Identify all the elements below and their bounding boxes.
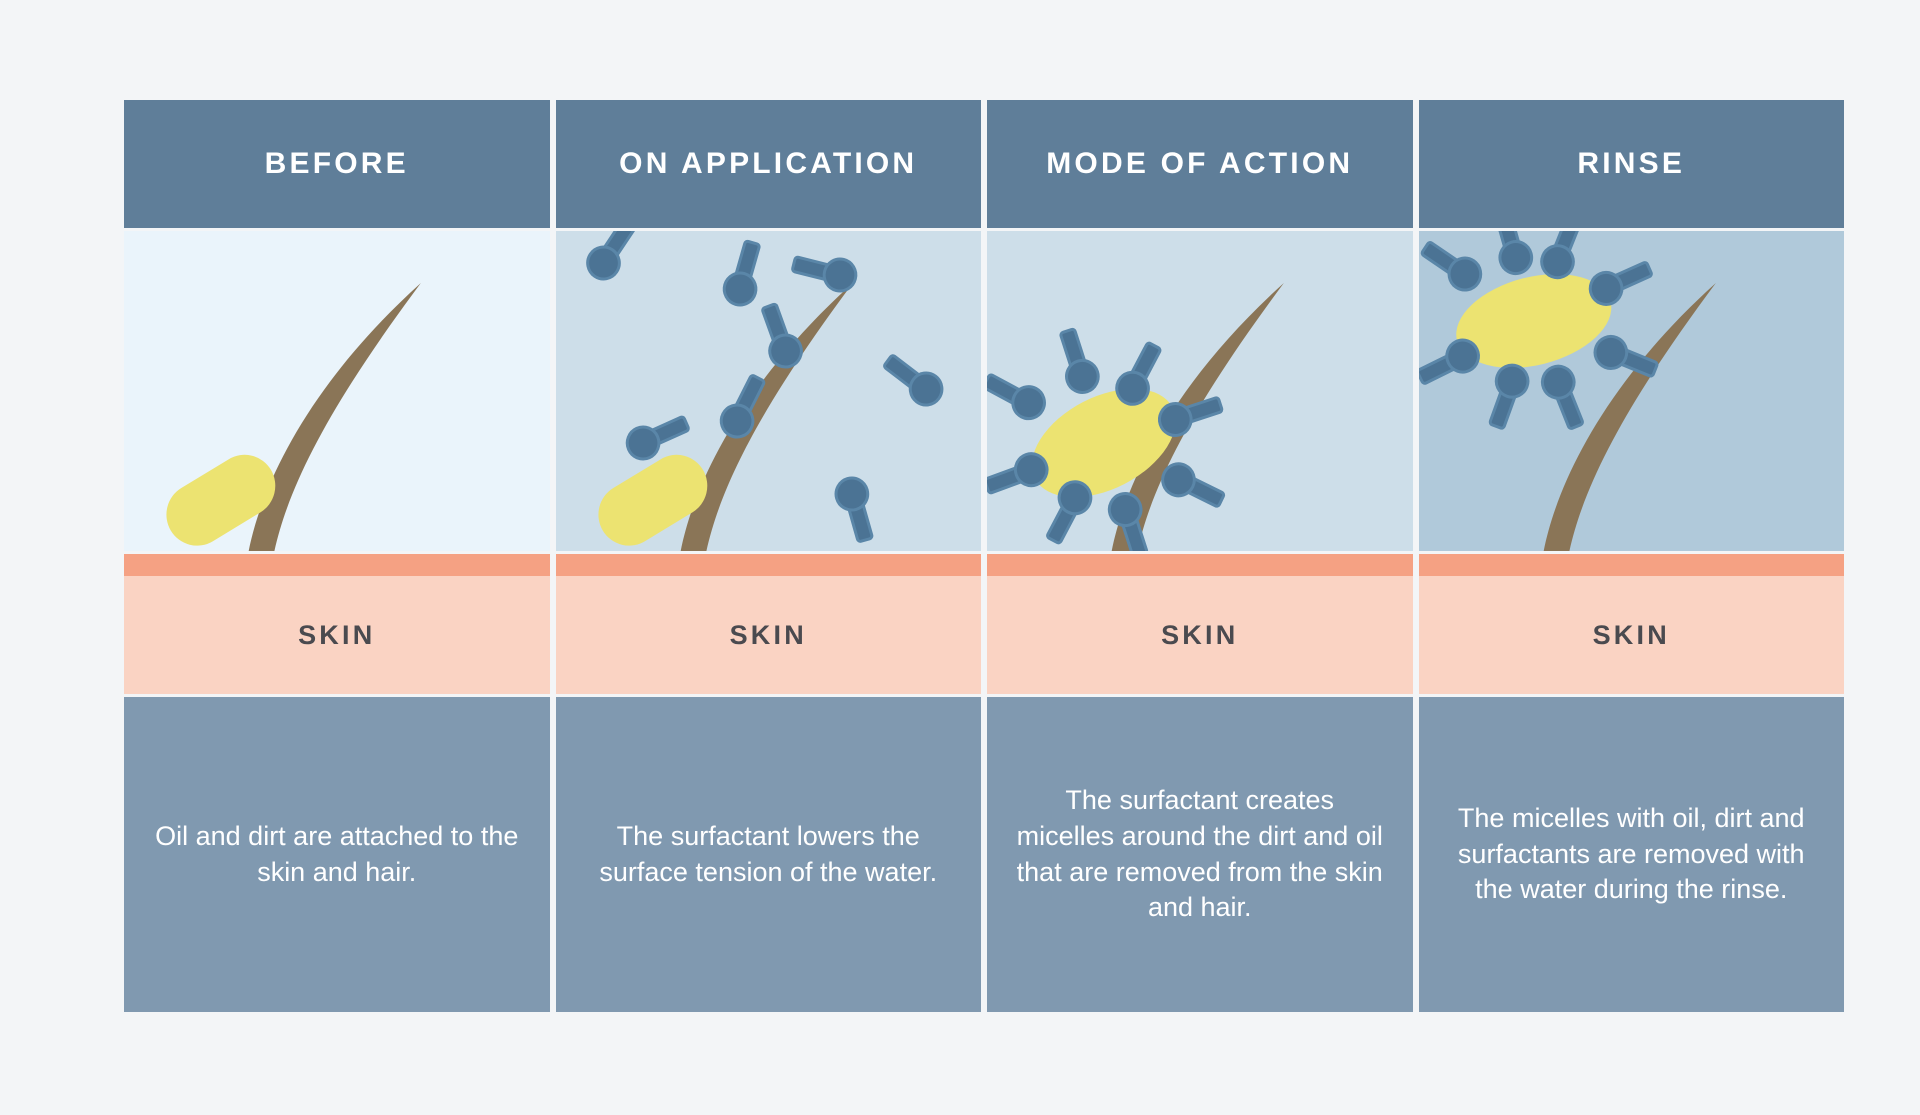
panel-rinse: RINSE [1418, 100, 1844, 1012]
surfactant-molecule [1418, 232, 1488, 298]
oil-blob [597, 454, 707, 546]
surfactant-molecule [987, 447, 1054, 503]
panel-on-application: ON APPLICATION [555, 100, 981, 1012]
caption-on-application: The surfactant lowers the surface tensio… [555, 697, 981, 1012]
surfactant-molecule [1418, 333, 1485, 393]
skin-label: SKIN [729, 619, 807, 650]
illustration-before [124, 231, 550, 551]
hair-strand [1111, 283, 1284, 551]
caption-rinse: The micelles with oil, dirt and surfacta… [1418, 697, 1844, 1012]
skin-layer-before: SKIN [124, 554, 550, 694]
skin-label: SKIN [1592, 619, 1670, 650]
hair-strand [1543, 283, 1716, 551]
panel-header-label: BEFORE [264, 147, 409, 180]
panel-header-on-application: ON APPLICATION [555, 100, 981, 228]
caption-text: The micelles with oil, dirt and surfacta… [1457, 803, 1805, 905]
surfactant-molecule [579, 231, 645, 287]
oil-blob [166, 454, 276, 546]
surfactant-molecule [788, 246, 861, 296]
infographic-container: BEFORE SKIN Oil and dirt are attached to… [124, 100, 1844, 1012]
illustration-rinse [1418, 231, 1844, 551]
caption-text: Oil and dirt are attached to the skin an… [155, 820, 519, 887]
panel-header-before: BEFORE [124, 100, 550, 228]
surfactant-molecule [1051, 324, 1104, 399]
surfactant-molecule [1155, 456, 1230, 517]
skin-layer-mode-of-action: SKIN [987, 554, 1413, 694]
panel-header-label: ON APPLICATION [619, 147, 918, 180]
hair-strand [248, 283, 421, 551]
surfactant-molecule [876, 345, 950, 413]
surfactant-molecule [987, 364, 1052, 426]
surfactant-molecule [1485, 231, 1537, 279]
micelle [987, 324, 1230, 551]
surfactant-molecule [1479, 359, 1534, 434]
panel-header-rinse: RINSE [1418, 100, 1844, 228]
surfactant-molecule [1583, 252, 1657, 312]
panel-header-label: MODE OF ACTION [1046, 147, 1354, 180]
panel-before: BEFORE SKIN Oil and dirt are attached to… [124, 100, 550, 1012]
surfactant-molecule [1535, 359, 1592, 435]
caption-mode-of-action: The surfactant creates micelles around t… [987, 697, 1413, 1012]
micelle [1418, 231, 1662, 435]
surfactant-molecule [718, 236, 770, 311]
skin-layer-rinse: SKIN [1418, 554, 1844, 694]
illustration-mode-of-action [987, 231, 1413, 551]
panel-mode-of-action: MODE OF ACTION [987, 100, 1413, 1012]
surfactant-molecule [830, 472, 882, 547]
caption-text: The surfactant lowers the surface tensio… [599, 820, 938, 887]
caption-before: Oil and dirt are attached to the skin an… [124, 697, 550, 1012]
skin-label: SKIN [298, 619, 376, 650]
panel-header-label: RINSE [1577, 147, 1686, 180]
caption-text: The surfactant creates micelles around t… [1016, 785, 1383, 923]
surfactant-molecule [752, 298, 807, 374]
hair-strand [680, 283, 853, 551]
skin-label: SKIN [1161, 619, 1239, 650]
illustration-on-application [555, 231, 981, 551]
skin-layer-on-application: SKIN [555, 554, 981, 694]
panel-header-mode-of-action: MODE OF ACTION [987, 100, 1413, 228]
surfactant-molecule [1588, 330, 1662, 387]
